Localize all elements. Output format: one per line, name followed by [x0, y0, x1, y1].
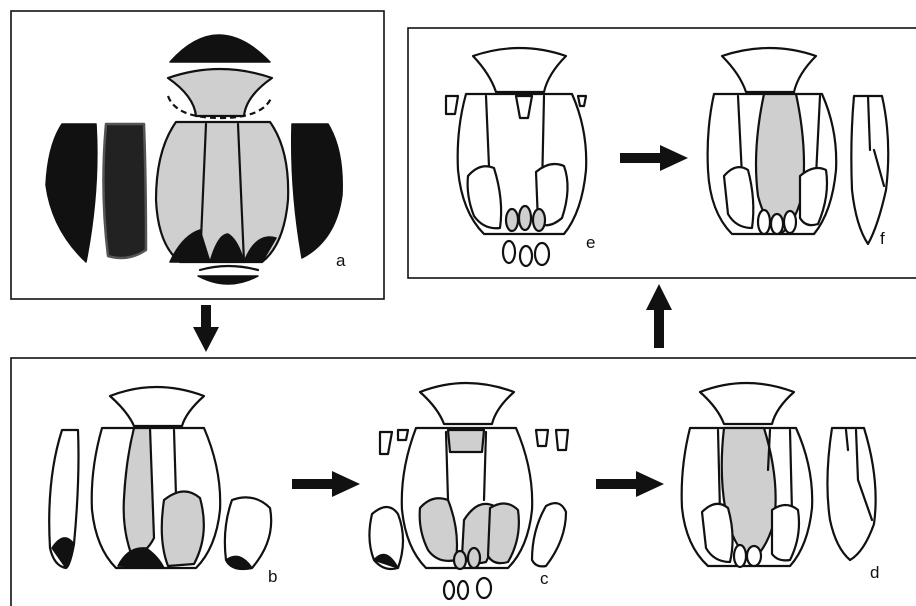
panel-d-figure: d [682, 383, 880, 582]
panel-a-bottom-cap [198, 276, 258, 284]
panel-e-label: e [586, 233, 595, 252]
panel-b-label: b [268, 567, 277, 586]
panel-c-gray-seed-1 [454, 551, 466, 569]
panel-f-label: f [880, 229, 885, 248]
panel-c-loose-seed-1 [444, 581, 454, 599]
panel-a-left-outer-segment [46, 124, 97, 262]
panel-c-right-tooth-2 [556, 430, 568, 450]
panel-c-gray-seed-2 [468, 548, 480, 568]
panel-e-loose-seed-1 [503, 241, 515, 263]
panel-e-loose-seed-2 [520, 246, 532, 266]
arrow-c-to-d [596, 471, 664, 497]
panel-e-loose-seed-3 [535, 243, 549, 265]
panel-c-left-tooth-1 [380, 432, 392, 454]
panel-a-label: a [336, 251, 346, 270]
arrow-down [193, 305, 219, 352]
panel-a-top-cap [170, 35, 270, 62]
panel-d-seed-2 [747, 546, 761, 566]
arrow-b-to-c [292, 471, 360, 497]
panel-c-right-valve [532, 503, 566, 566]
panel-e-gray-seed-2 [519, 206, 531, 230]
panel-b-gray-valve [162, 491, 204, 566]
panel-a-left-inner-segment [103, 124, 146, 258]
panel-c-loose-seed-2 [458, 581, 468, 599]
panel-f-seed-1 [758, 210, 770, 234]
arrow-up [646, 284, 672, 348]
panel-e-gray-seed-1 [506, 209, 518, 231]
panel-f-top-cap [722, 48, 816, 92]
panel-d-label: d [870, 563, 879, 582]
panel-e-right-tooth [578, 96, 586, 106]
panel-b-figure: b [49, 387, 277, 586]
panel-a-right-outer-segment [292, 124, 343, 258]
panel-c-figure: c [369, 383, 568, 599]
panel-c-loose-seed-3 [477, 578, 491, 598]
panel-e-figure: e [446, 48, 595, 266]
panel-d-seed-1 [734, 545, 746, 567]
panel-c-left-tooth-2 [398, 430, 408, 440]
panel-f-seed-3 [784, 211, 796, 233]
panel-a-bottom-line [200, 266, 258, 270]
panel-c-right-tooth-1 [536, 430, 548, 446]
panel-e-inner-tooth [516, 96, 532, 118]
panel-c-gray-tooth [448, 430, 484, 452]
panel-e-gray-seed-3 [533, 209, 545, 231]
panel-f-seed-2 [771, 214, 783, 234]
panel-a-figure: a [46, 35, 346, 284]
panel-e-top-cap [473, 48, 566, 92]
panel-b-top-cap [110, 387, 204, 426]
panel-f-figure: f [708, 48, 889, 248]
panel-c-top-cap [420, 383, 514, 424]
panel-c-label: c [540, 569, 549, 588]
arrow-e-to-f [620, 145, 688, 171]
panel-e-left-tooth [446, 96, 458, 114]
panel-d-side-segment [827, 428, 875, 560]
panel-d-top-cap [700, 383, 794, 424]
panel-a-gray-cap [168, 69, 272, 116]
